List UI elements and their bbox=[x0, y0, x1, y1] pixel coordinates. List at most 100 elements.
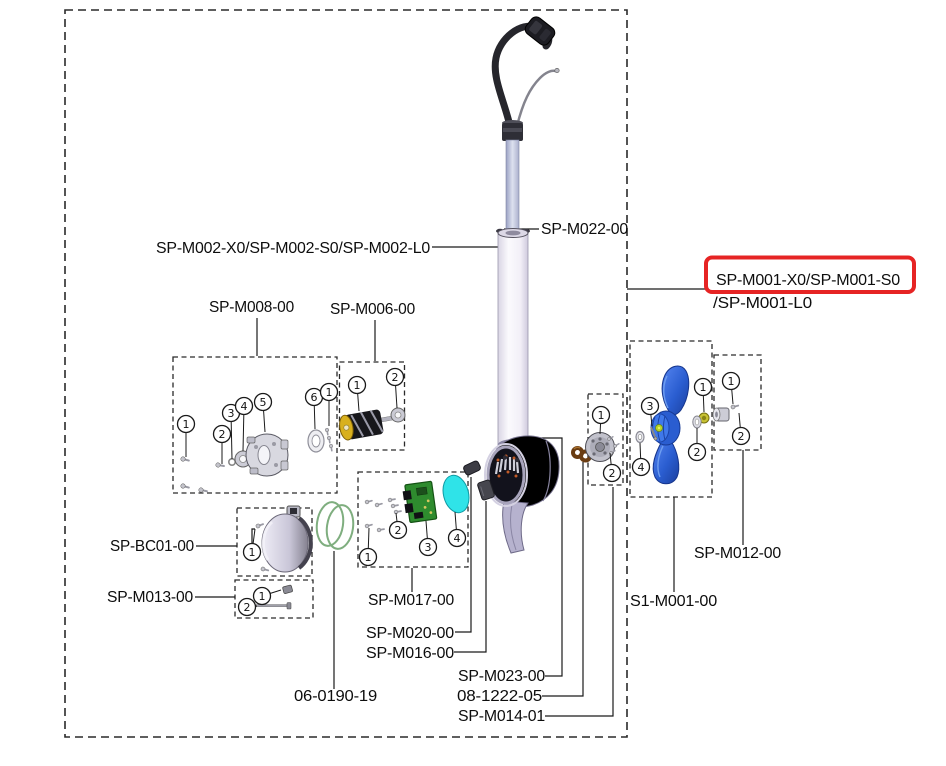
label-sp-m013: SP-M013-00 bbox=[107, 589, 193, 606]
svg-text:2: 2 bbox=[219, 428, 226, 441]
callout-S1-M001-00-1: 1 bbox=[693, 377, 713, 413]
svg-text:3: 3 bbox=[647, 400, 654, 413]
callout-SP-M008-00-4: 4 bbox=[234, 396, 254, 452]
svg-text:1: 1 bbox=[326, 386, 333, 399]
svg-text:5: 5 bbox=[260, 396, 267, 409]
label-sp-m023: SP-M023-00 bbox=[458, 668, 545, 685]
cable-connector-head bbox=[524, 16, 556, 46]
leader-sp-m014 bbox=[545, 487, 614, 717]
group-box-sp-m012 bbox=[713, 354, 762, 451]
part-sp-m016-plug bbox=[477, 479, 495, 501]
svg-text:1: 1 bbox=[354, 379, 361, 392]
svg-text:4: 4 bbox=[241, 400, 248, 413]
parts-sp-m006 bbox=[339, 407, 406, 441]
inner-shaft-tube bbox=[505, 139, 520, 235]
svg-text:1: 1 bbox=[700, 381, 707, 394]
leader-sp-m016 bbox=[454, 501, 487, 653]
svg-text:6: 6 bbox=[311, 391, 318, 404]
svg-text:3: 3 bbox=[228, 407, 235, 420]
callout-SP-M006-00-2: 2 bbox=[385, 367, 405, 409]
tiller-cable bbox=[491, 16, 560, 141]
callout-SP-M017-00-3: 3 bbox=[418, 520, 438, 557]
label-sp-m020: SP-M020-00 bbox=[366, 625, 454, 642]
group-box-sp-m017 bbox=[357, 471, 469, 568]
group-box-sp-m013 bbox=[234, 579, 314, 619]
callout-SP-BC01-00-1: 1 bbox=[242, 528, 262, 562]
motor-pod bbox=[484, 435, 560, 554]
svg-text:2: 2 bbox=[609, 467, 616, 480]
part-sp-m020-cap bbox=[463, 460, 481, 476]
part-sp-bc01-nose-cone bbox=[255, 505, 313, 573]
svg-text:2: 2 bbox=[244, 601, 251, 614]
callout-SP-M014-01-2: 2 bbox=[602, 452, 622, 483]
leader-lines bbox=[195, 228, 744, 717]
svg-text:1: 1 bbox=[598, 409, 605, 422]
part-controller-pcb bbox=[402, 480, 438, 524]
part-labels: SP-M002-X0/SP-M002-S0/SP-M002-L0 SP-M022… bbox=[107, 221, 916, 725]
callout-SP-M014-01-1: 1 bbox=[591, 405, 611, 435]
part-propeller bbox=[635, 365, 710, 485]
callout-SP-M017-00-4: 4 bbox=[447, 511, 467, 548]
parts-sp-m012 bbox=[712, 403, 740, 422]
svg-text:2: 2 bbox=[694, 446, 701, 459]
label-sp-m006: SP-M006-00 bbox=[330, 301, 415, 318]
leader-sp-m023 bbox=[530, 437, 563, 677]
callout-SP-M008-00-1: 1 bbox=[176, 414, 196, 457]
label-sp-m022: SP-M022-00 bbox=[541, 221, 628, 238]
svg-text:1: 1 bbox=[249, 546, 256, 559]
label-sp-m016: SP-M016-00 bbox=[366, 645, 454, 662]
part-cover-plate bbox=[442, 474, 470, 514]
callout-S1-M001-00-2: 2 bbox=[687, 428, 707, 462]
callout-SP-M006-00-1: 1 bbox=[347, 375, 367, 412]
leader-seal bbox=[542, 462, 584, 697]
svg-text:1: 1 bbox=[365, 551, 372, 564]
callout-SP-M017-00-2: 2 bbox=[388, 512, 408, 540]
callout-SP-M013-00-1: 1 bbox=[252, 586, 282, 606]
skeg-fin bbox=[502, 500, 529, 554]
callout-SP-M008-00-1: 1 bbox=[319, 382, 339, 426]
label-sp-m012: SP-M012-00 bbox=[694, 545, 781, 562]
svg-text:2: 2 bbox=[738, 430, 745, 443]
label-sp-m008: SP-M008-00 bbox=[209, 299, 294, 316]
callout-SP-M013-00-2: 2 bbox=[237, 597, 258, 617]
svg-text:4: 4 bbox=[454, 532, 461, 545]
parts-sp-m013 bbox=[255, 584, 293, 610]
outer-shaft-tube bbox=[496, 228, 530, 446]
label-sp-m002: SP-M002-X0/SP-M002-S0/SP-M002-L0 bbox=[156, 240, 430, 257]
callout-SP-M008-00-5: 5 bbox=[253, 392, 273, 433]
leader-sp-m020 bbox=[455, 477, 472, 633]
callout-SP-M012-00-2: 2 bbox=[731, 412, 751, 446]
outer-assembly-box bbox=[64, 9, 628, 738]
svg-text:1: 1 bbox=[259, 590, 266, 603]
group-box-sp-m008 bbox=[172, 356, 338, 494]
leader-bc01-screw bbox=[251, 528, 255, 543]
group-box-sp-bc01 bbox=[236, 507, 313, 577]
callout-SP-M008-00-3: 3 bbox=[221, 403, 241, 460]
svg-text:4: 4 bbox=[638, 461, 645, 474]
parts-sp-m014 bbox=[585, 432, 621, 462]
label-sp-m001-line1: SP-M001-X0/SP-M001-S0 bbox=[716, 272, 900, 289]
svg-text:2: 2 bbox=[392, 371, 399, 384]
part-oring-06-0190-19 bbox=[315, 501, 355, 550]
svg-text:1: 1 bbox=[183, 418, 190, 431]
label-oring: 06-0190-19 bbox=[294, 688, 377, 705]
callout-S1-M001-00-3: 3 bbox=[640, 396, 660, 427]
label-sp-bc01: SP-BC01-00 bbox=[110, 538, 194, 555]
callout-SP-M017-00-1: 1 bbox=[358, 527, 378, 567]
highlight-box-sp-m001 bbox=[704, 255, 916, 294]
svg-text:3: 3 bbox=[425, 541, 432, 554]
label-s1-m001: S1-M001-00 bbox=[630, 593, 717, 610]
label-seal: 08-1222-05 bbox=[457, 688, 542, 705]
callout-SP-M008-00-6: 6 bbox=[304, 387, 324, 430]
cable-tip-connector bbox=[554, 68, 560, 74]
label-sp-m017: SP-M017-00 bbox=[368, 592, 454, 609]
callout-SP-M012-00-1: 1 bbox=[721, 371, 741, 405]
parts-sp-m008 bbox=[180, 427, 334, 494]
svg-text:1: 1 bbox=[728, 375, 735, 388]
svg-text:2: 2 bbox=[395, 524, 402, 537]
label-sp-m014: SP-M014-01 bbox=[458, 708, 545, 725]
parts-sp-m017 bbox=[364, 474, 470, 533]
